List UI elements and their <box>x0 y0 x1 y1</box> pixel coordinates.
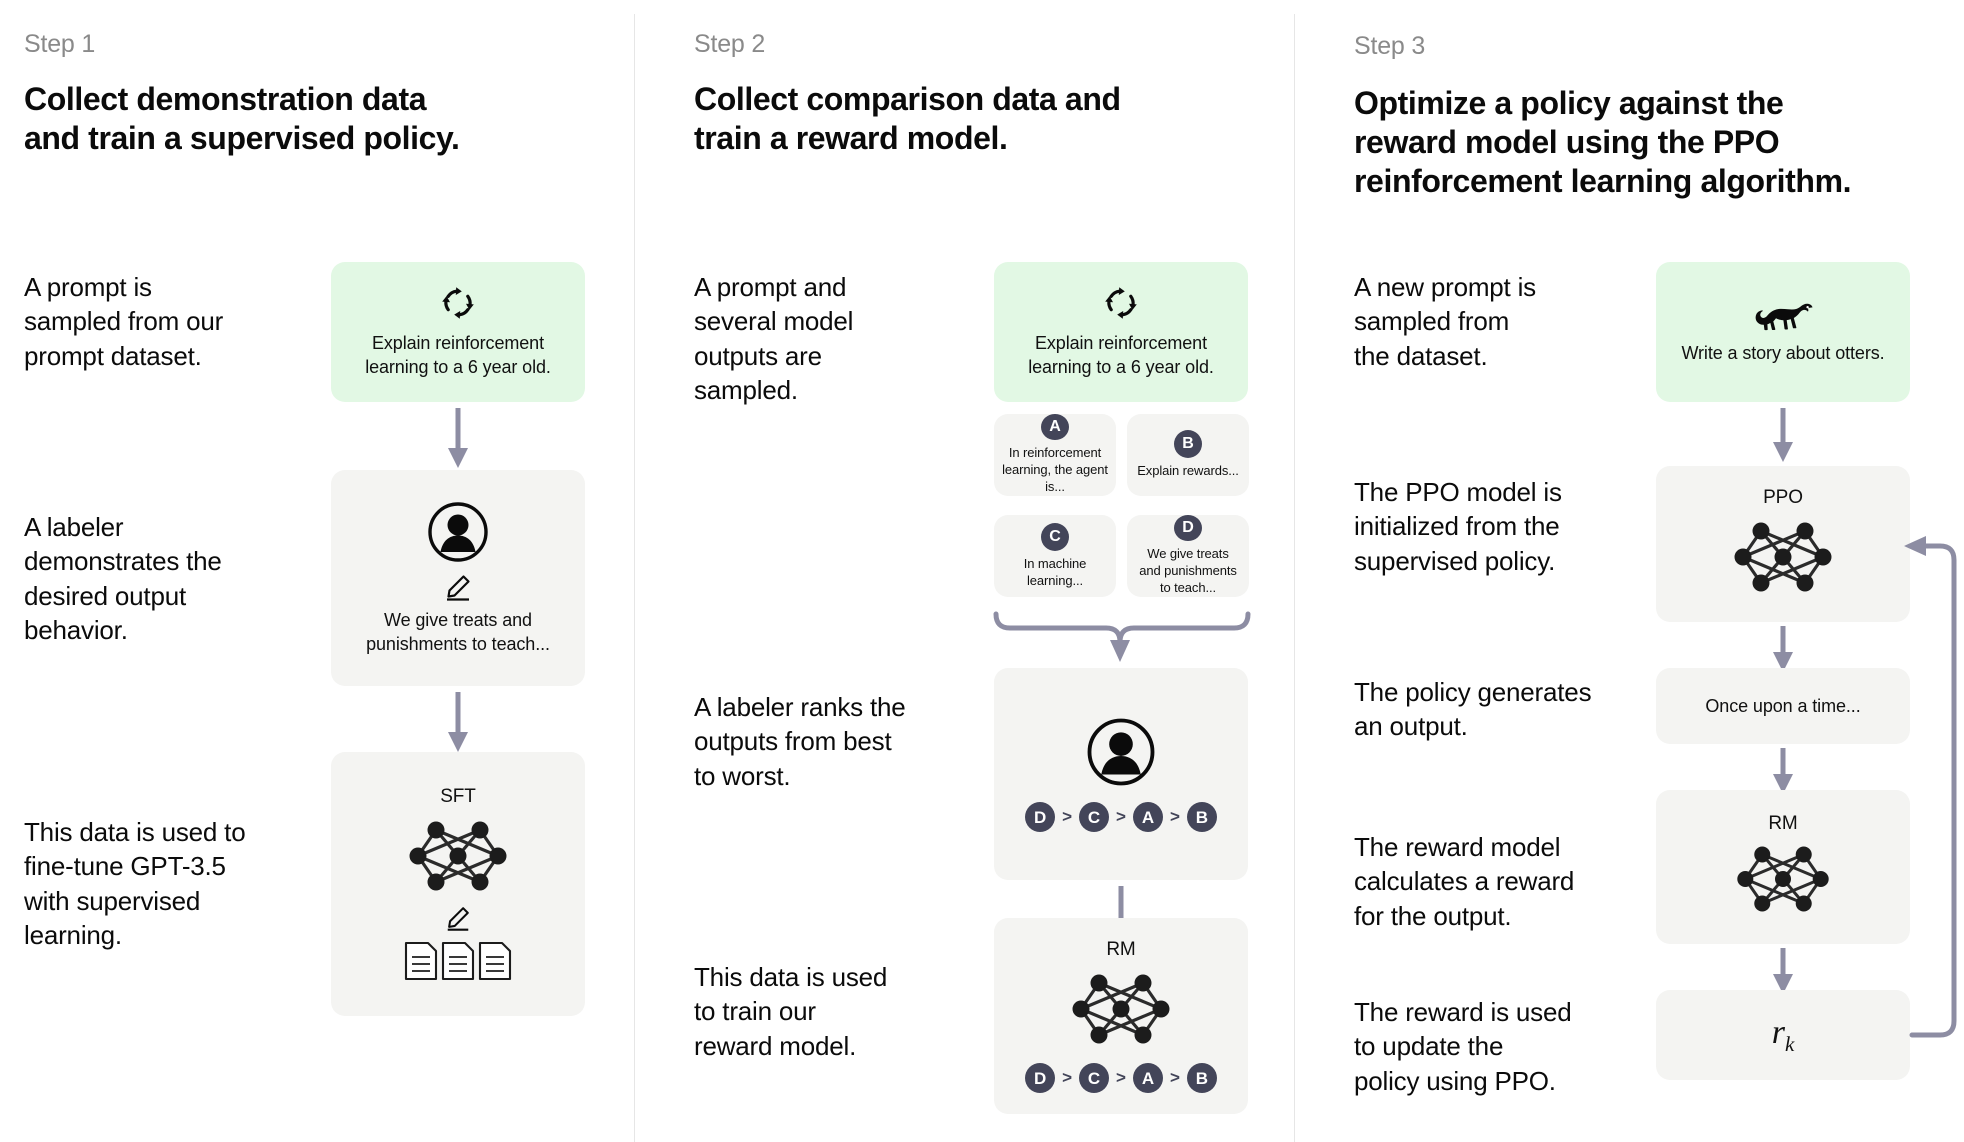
person-icon <box>1085 716 1157 788</box>
rank-badge-3: A <box>1132 802 1163 832</box>
reward-symbol: rk <box>1772 1014 1795 1057</box>
reward-symbol-r: r <box>1771 1013 1785 1051</box>
step-1-sft-card[interactable]: SFT <box>331 752 585 1016</box>
rm-rank-gt-3: > <box>1169 1068 1180 1087</box>
step-1-labeler-text: We give treats and punishments to teach.… <box>366 609 550 654</box>
step-3-output-card[interactable]: Once upon a time... <box>1656 668 1910 744</box>
step-1-labeler-card[interactable]: We give treats and punishments to teach.… <box>331 470 585 686</box>
step-2-output-card-b[interactable]: B Explain rewards... <box>1127 414 1249 496</box>
rm-rank-badge-4: B <box>1186 1063 1217 1093</box>
pencil-icon <box>443 572 473 602</box>
output-text-c: In machine learning... <box>1023 555 1087 588</box>
step-1-title: Collect demonstration data and train a s… <box>24 81 460 157</box>
rank-gt-2: > <box>1116 807 1126 826</box>
column-divider-1 <box>634 14 635 1142</box>
step-2-ranking-row: D > C > A > B <box>1025 802 1217 832</box>
step-2-merge-brace <box>992 600 1252 671</box>
rm-rank-badge-3: A <box>1132 1063 1163 1093</box>
person-icon <box>426 500 490 564</box>
otter-icon <box>1750 299 1816 333</box>
step-3-arrow-3 <box>1665 746 1901 801</box>
recycle-loop-icon <box>1103 285 1139 321</box>
rank-gt-1: > <box>1062 807 1073 826</box>
step-3-feedback-loop-arrow <box>1894 460 1964 1045</box>
step-1-copy-3: This data is used to fine-tune GPT-3.5 w… <box>24 817 246 950</box>
step-2-copy-3: This data is used to train our reward mo… <box>694 962 888 1061</box>
step-3-ppo-title: PPO <box>1763 487 1803 508</box>
step-3-label: Step 3 <box>1354 32 1426 60</box>
step-3-prompt-text: Write a story about otters. <box>1681 342 1885 363</box>
output-text-a: In reinforcement learning, the agent is.… <box>1002 445 1108 495</box>
rank-badge-2: C <box>1079 802 1110 832</box>
neural-network-icon <box>1731 513 1835 601</box>
output-badge-a: A <box>1041 414 1069 441</box>
step-3-arrow-1 <box>1665 406 1901 469</box>
rank-badge-1: D <box>1025 802 1056 832</box>
step-2-label: Step 2 <box>694 30 766 58</box>
step-1-copy-2: A labeler demonstrates the desired outpu… <box>24 512 222 645</box>
rm-rank-badge-2: C <box>1079 1063 1110 1093</box>
step-1-arrow-2 <box>340 690 576 759</box>
neural-network-icon <box>1069 965 1173 1053</box>
output-badge-d: D <box>1174 515 1202 542</box>
output-badge-c: C <box>1041 522 1069 551</box>
output-text-d: We give treats and punishments to teach.… <box>1139 546 1237 596</box>
step-2-output-card-d[interactable]: D We give treats and punishments to teac… <box>1127 515 1249 597</box>
step-1-label: Step 1 <box>24 30 96 58</box>
step-3-copy-4: The reward model calculates a reward for… <box>1354 832 1575 931</box>
step-3-copy-1: A new prompt is sampled from the dataset… <box>1354 272 1536 371</box>
output-badge-b: B <box>1174 430 1202 459</box>
step-3-copy-3: The policy generates an output. <box>1354 677 1592 742</box>
output-text-b: Explain rewards... <box>1137 463 1239 479</box>
step-3-prompt-card[interactable]: Write a story about otters. <box>1656 262 1910 402</box>
recycle-loop-icon <box>440 285 476 321</box>
step-2-column: Step 2 Collect comparison data and train… <box>634 0 1294 1142</box>
step-2-copy-1: A prompt and several model outputs are s… <box>694 272 854 405</box>
neural-network-icon <box>1734 837 1832 921</box>
step-3-copy-5: The reward is used to update the policy … <box>1354 997 1572 1096</box>
step-2-title: Collect comparison data and train a rewa… <box>694 81 1121 157</box>
step-1-copy-1: A prompt is sampled from our prompt data… <box>24 272 224 371</box>
rm-rank-badge-1: D <box>1025 1063 1056 1093</box>
step-2-ranker-card[interactable]: D > C > A > B <box>994 668 1248 880</box>
step-3-copy-2: The PPO model is initialized from the su… <box>1354 477 1562 576</box>
rank-badge-4: B <box>1186 802 1217 832</box>
step-3-rm-title: RM <box>1768 813 1798 834</box>
rm-rank-gt-2: > <box>1116 1068 1126 1087</box>
step-2-prompt-text: Explain reinforcement learning to a 6 ye… <box>1028 332 1214 377</box>
documents-icon <box>403 940 513 982</box>
step-3-reward-card[interactable]: rk <box>1656 990 1910 1080</box>
step-2-rm-title: RM <box>1106 939 1136 960</box>
step-3-output-text: Once upon a time... <box>1705 695 1861 716</box>
step-2-rm-ranking-row: D > C > A > B <box>1025 1063 1217 1093</box>
reward-symbol-k: k <box>1784 1031 1795 1056</box>
neural-network-icon <box>406 812 510 900</box>
rm-rank-gt-1: > <box>1062 1068 1073 1087</box>
step-3-title: Optimize a policy against the reward mod… <box>1354 85 1852 200</box>
step-2-copy-2: A labeler ranks the outputs from best to… <box>694 692 906 791</box>
step-2-output-card-c[interactable]: C In machine learning... <box>994 515 1116 597</box>
step-3-arrow-4 <box>1665 946 1901 1001</box>
step-3-ppo-card[interactable]: PPO <box>1656 466 1910 622</box>
step-1-prompt-card[interactable]: Explain reinforcement learning to a 6 ye… <box>331 262 585 402</box>
step-1-arrow-1 <box>340 406 576 475</box>
step-1-column: Step 1 Collect demonstration data and tr… <box>0 0 634 1142</box>
step-3-column: Step 3 Optimize a policy against the rew… <box>1294 0 1964 1142</box>
pencil-icon <box>444 904 472 932</box>
step-3-arrow-2 <box>1665 624 1901 679</box>
step-3-rm-card[interactable]: RM <box>1656 790 1910 944</box>
rank-gt-3: > <box>1169 807 1180 826</box>
step-2-prompt-card[interactable]: Explain reinforcement learning to a 6 ye… <box>994 262 1248 402</box>
column-divider-2 <box>1294 14 1295 1142</box>
step-1-sft-title: SFT <box>440 786 476 807</box>
step-2-rm-card[interactable]: RM <box>994 918 1248 1114</box>
step-2-output-card-a[interactable]: A In reinforcement learning, the agent i… <box>994 414 1116 496</box>
step-1-prompt-text: Explain reinforcement learning to a 6 ye… <box>365 332 551 377</box>
